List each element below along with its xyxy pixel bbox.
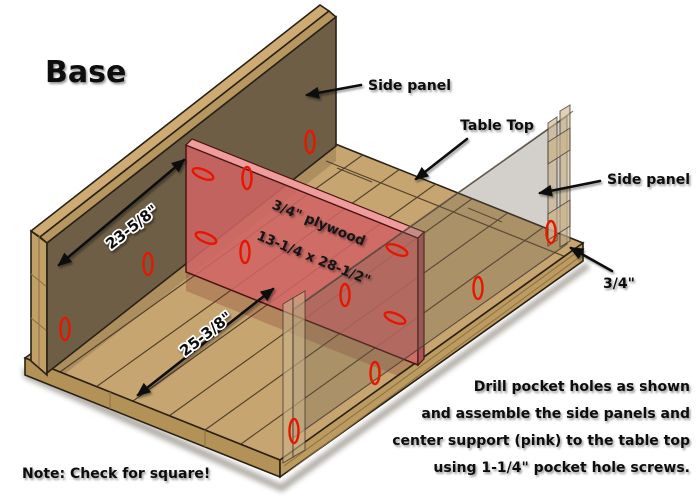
pocket-hole-mark [59, 316, 71, 342]
pocket-hole-mark [472, 275, 484, 301]
table-top-edge-front-right [279, 241, 584, 479]
pocket-hole-mark [241, 165, 253, 191]
page-title: Base [45, 55, 126, 90]
side-panel-right [282, 104, 574, 464]
center-support-panel [184, 138, 426, 367]
table-top-arrow [414, 137, 469, 181]
side-panel-right-front-stile-2 [292, 290, 306, 458]
instruction-line: center support (pink) to the table top [392, 433, 690, 449]
pocket-hole-mark [545, 219, 557, 245]
pocket-hole-mark [369, 360, 381, 386]
label-side-panel-right: Side panel [607, 172, 690, 188]
ground-shadow [22, 262, 590, 492]
label-table-top: Table Top [460, 118, 534, 134]
label-side-panel-left: Side panel [368, 78, 451, 94]
pocket-hole-mark [383, 311, 407, 325]
side-panel-left-arrow [305, 83, 363, 99]
instruction-line: Drill pocket holes as shown [474, 379, 690, 395]
edge-thickness-arrow [569, 246, 614, 273]
dimension-arrow-panel-length [57, 158, 186, 267]
label-edge-thickness: 3/4" [603, 276, 635, 292]
pocket-hole-mark [288, 417, 300, 445]
pocket-hole-mark [191, 167, 215, 181]
side-panel-right-block-bottom [547, 199, 571, 241]
instruction-line: using 1-1/4" pocket hole screws. [433, 460, 690, 476]
pocket-hole-mark [304, 129, 316, 155]
instruction-line: and assemble the side panels and [421, 406, 690, 422]
side-panel-right-block-top [547, 127, 571, 165]
pocket-hole-mark [339, 282, 351, 308]
instruction-block: Drill pocket holes as shown and assemble… [392, 379, 690, 476]
note-text: Note: Check for square! [22, 466, 210, 482]
side-panel-right-arrow [538, 179, 602, 197]
pocket-hole-mark [385, 243, 409, 257]
pocket-hole-mark [239, 239, 251, 265]
pocket-hole-mark [194, 231, 218, 245]
dimension-arrow-table-depth [136, 287, 275, 397]
center-support-right-edge [417, 230, 425, 367]
